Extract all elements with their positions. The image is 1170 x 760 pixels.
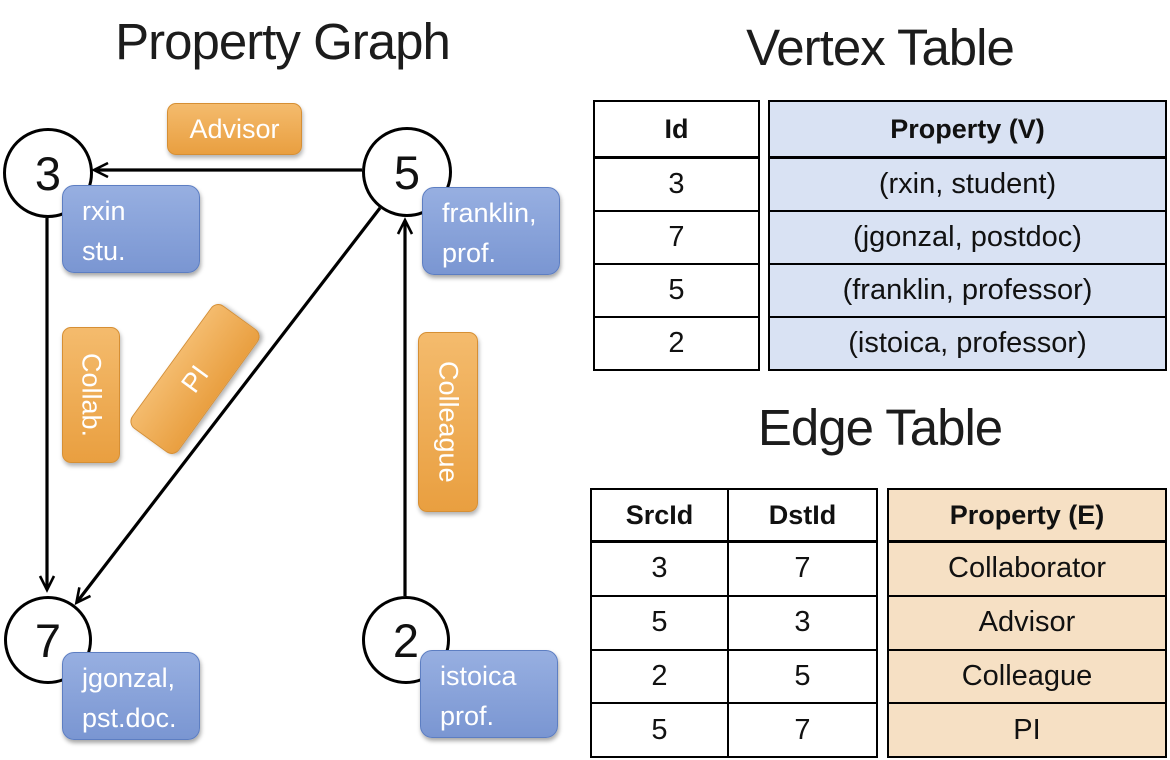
vertex-table-cell: 2 xyxy=(595,316,758,369)
edge-table-title: Edge Table xyxy=(757,399,1003,456)
vertex-table-property-column: Property (V) (rxin, student) (jgonzal, p… xyxy=(768,100,1167,371)
node-id-label: 2 xyxy=(392,613,420,667)
vertex-table-cell: (franklin, professor) xyxy=(770,263,1165,316)
graph-edges-layer xyxy=(38,161,414,606)
edge-table-cell: 5 xyxy=(592,594,727,649)
property-line: pst.doc. xyxy=(82,703,177,733)
node-id-label: 5 xyxy=(393,145,421,199)
edge-table-cell: Collaborator xyxy=(889,541,1165,595)
property-line: jgonzal, xyxy=(82,663,176,693)
vertex-property-box-rxin: rxin stu. xyxy=(62,185,200,273)
edge-table-cell: 2 xyxy=(592,648,727,703)
edge-table-header-property: Property (E) xyxy=(889,490,1165,541)
vertex-property-box-jgonzal: jgonzal, pst.doc. xyxy=(62,652,200,740)
vertex-table-cell: (jgonzal, postdoc) xyxy=(770,210,1165,263)
property-line: istoica xyxy=(440,661,517,691)
edge-label-text: PI xyxy=(174,359,215,398)
edge-table-cell: 3 xyxy=(592,541,727,595)
property-line: rxin xyxy=(82,196,126,226)
edge-label-text: Colleague xyxy=(433,361,464,483)
edge-table-cell: 5 xyxy=(727,648,876,703)
property-line: franklin, xyxy=(442,198,537,228)
vertex-property-box-istoica: istoica prof. xyxy=(420,650,558,738)
graph-node-2: 2 xyxy=(362,596,450,684)
edge-label-text: Collab. xyxy=(76,352,107,438)
vertex-table-cell: 7 xyxy=(595,210,758,263)
graph-node-5: 5 xyxy=(362,127,452,217)
edge-label-collab: Collab. xyxy=(62,327,120,463)
vertex-table-header-id: Id xyxy=(595,102,758,157)
vertex-table-cell: 5 xyxy=(595,263,758,316)
vertex-table-title: Vertex Table xyxy=(746,19,1015,76)
vertex-table-id-column: Id 3 7 5 2 xyxy=(593,100,760,371)
edge-arrow-5-to-7 xyxy=(74,207,382,606)
edge-table-cell: 5 xyxy=(592,702,727,756)
vertex-table-cell: (istoica, professor) xyxy=(770,316,1165,369)
edge-table-cell: Colleague xyxy=(889,648,1165,703)
edge-table-cell: 7 xyxy=(727,702,876,756)
vertex-property-box-franklin: franklin, prof. xyxy=(422,187,560,275)
edge-table-property-column: Property (E) Collaborator Advisor Collea… xyxy=(887,488,1167,758)
property-line: stu. xyxy=(82,236,126,266)
edge-table-cell: Advisor xyxy=(889,594,1165,649)
edge-table-header-srcid: SrcId xyxy=(592,490,727,541)
edge-table-cell: 7 xyxy=(727,541,876,595)
node-id-label: 3 xyxy=(34,146,62,200)
vertex-table-header-property: Property (V) xyxy=(770,102,1165,157)
edge-label-colleague: Colleague xyxy=(418,332,478,512)
edge-label-advisor: Advisor xyxy=(167,103,302,155)
vertex-table-cell: (rxin, student) xyxy=(770,157,1165,210)
node-id-label: 7 xyxy=(34,613,62,667)
edge-table-header-dstid: DstId xyxy=(727,490,876,541)
edge-table-cell: 3 xyxy=(727,594,876,649)
property-graph-title: Property Graph xyxy=(115,13,451,70)
vertex-table-cell: 3 xyxy=(595,157,758,210)
property-line: prof. xyxy=(440,701,495,731)
edge-table-cell: PI xyxy=(889,702,1165,756)
edge-table-src-dst-columns: SrcId DstId 3 7 5 3 2 5 5 7 xyxy=(590,488,878,758)
property-line: prof. xyxy=(442,238,497,268)
edge-label-text: Advisor xyxy=(189,113,280,144)
